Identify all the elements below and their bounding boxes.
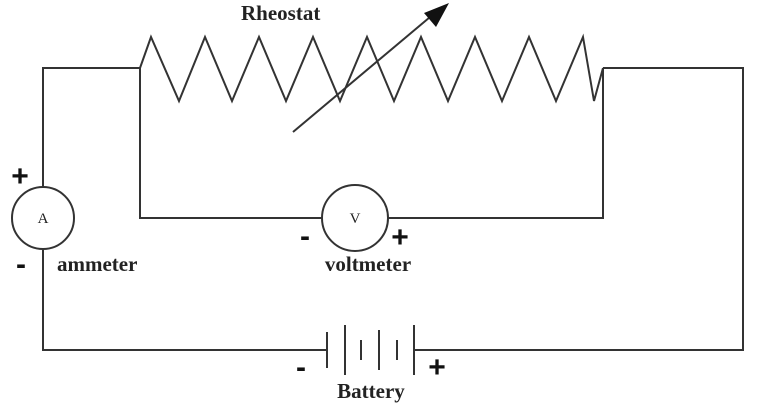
voltmeter-positive-sign: + bbox=[391, 221, 409, 254]
rheostat-resistor-zigzag bbox=[139, 33, 604, 104]
rheostat-label: Rheostat bbox=[241, 1, 320, 25]
rheostat-arrow-head-icon bbox=[424, 3, 449, 27]
ammeter-positive-sign: + bbox=[11, 160, 29, 193]
battery: - + Battery bbox=[296, 325, 446, 403]
ammeter-label: ammeter bbox=[57, 252, 137, 276]
left-bottom-wire bbox=[42, 250, 327, 351]
ammeter-circle bbox=[11, 186, 75, 250]
left-top-wire bbox=[42, 67, 140, 187]
battery-negative-sign: - bbox=[296, 351, 306, 384]
rheostat: Rheostat bbox=[139, 1, 604, 133]
voltmeter-negative-sign: - bbox=[300, 220, 310, 253]
circuit-wires bbox=[42, 67, 744, 351]
voltmeter-label: voltmeter bbox=[325, 252, 411, 276]
voltmeter: V - + voltmeter bbox=[300, 184, 411, 276]
right-outer-wire bbox=[414, 67, 744, 351]
battery-label: Battery bbox=[337, 379, 405, 403]
ammeter-letter: A bbox=[38, 211, 49, 227]
battery-positive-sign: + bbox=[428, 351, 446, 384]
voltmeter-left-wire bbox=[139, 68, 322, 219]
voltmeter-letter: V bbox=[350, 211, 361, 227]
voltmeter-right-wire bbox=[388, 68, 604, 219]
ammeter: A + - ammeter bbox=[11, 160, 137, 281]
ammeter-negative-sign: - bbox=[16, 248, 26, 281]
rheostat-arrow-shaft bbox=[292, 11, 437, 133]
voltmeter-circle bbox=[321, 184, 389, 252]
